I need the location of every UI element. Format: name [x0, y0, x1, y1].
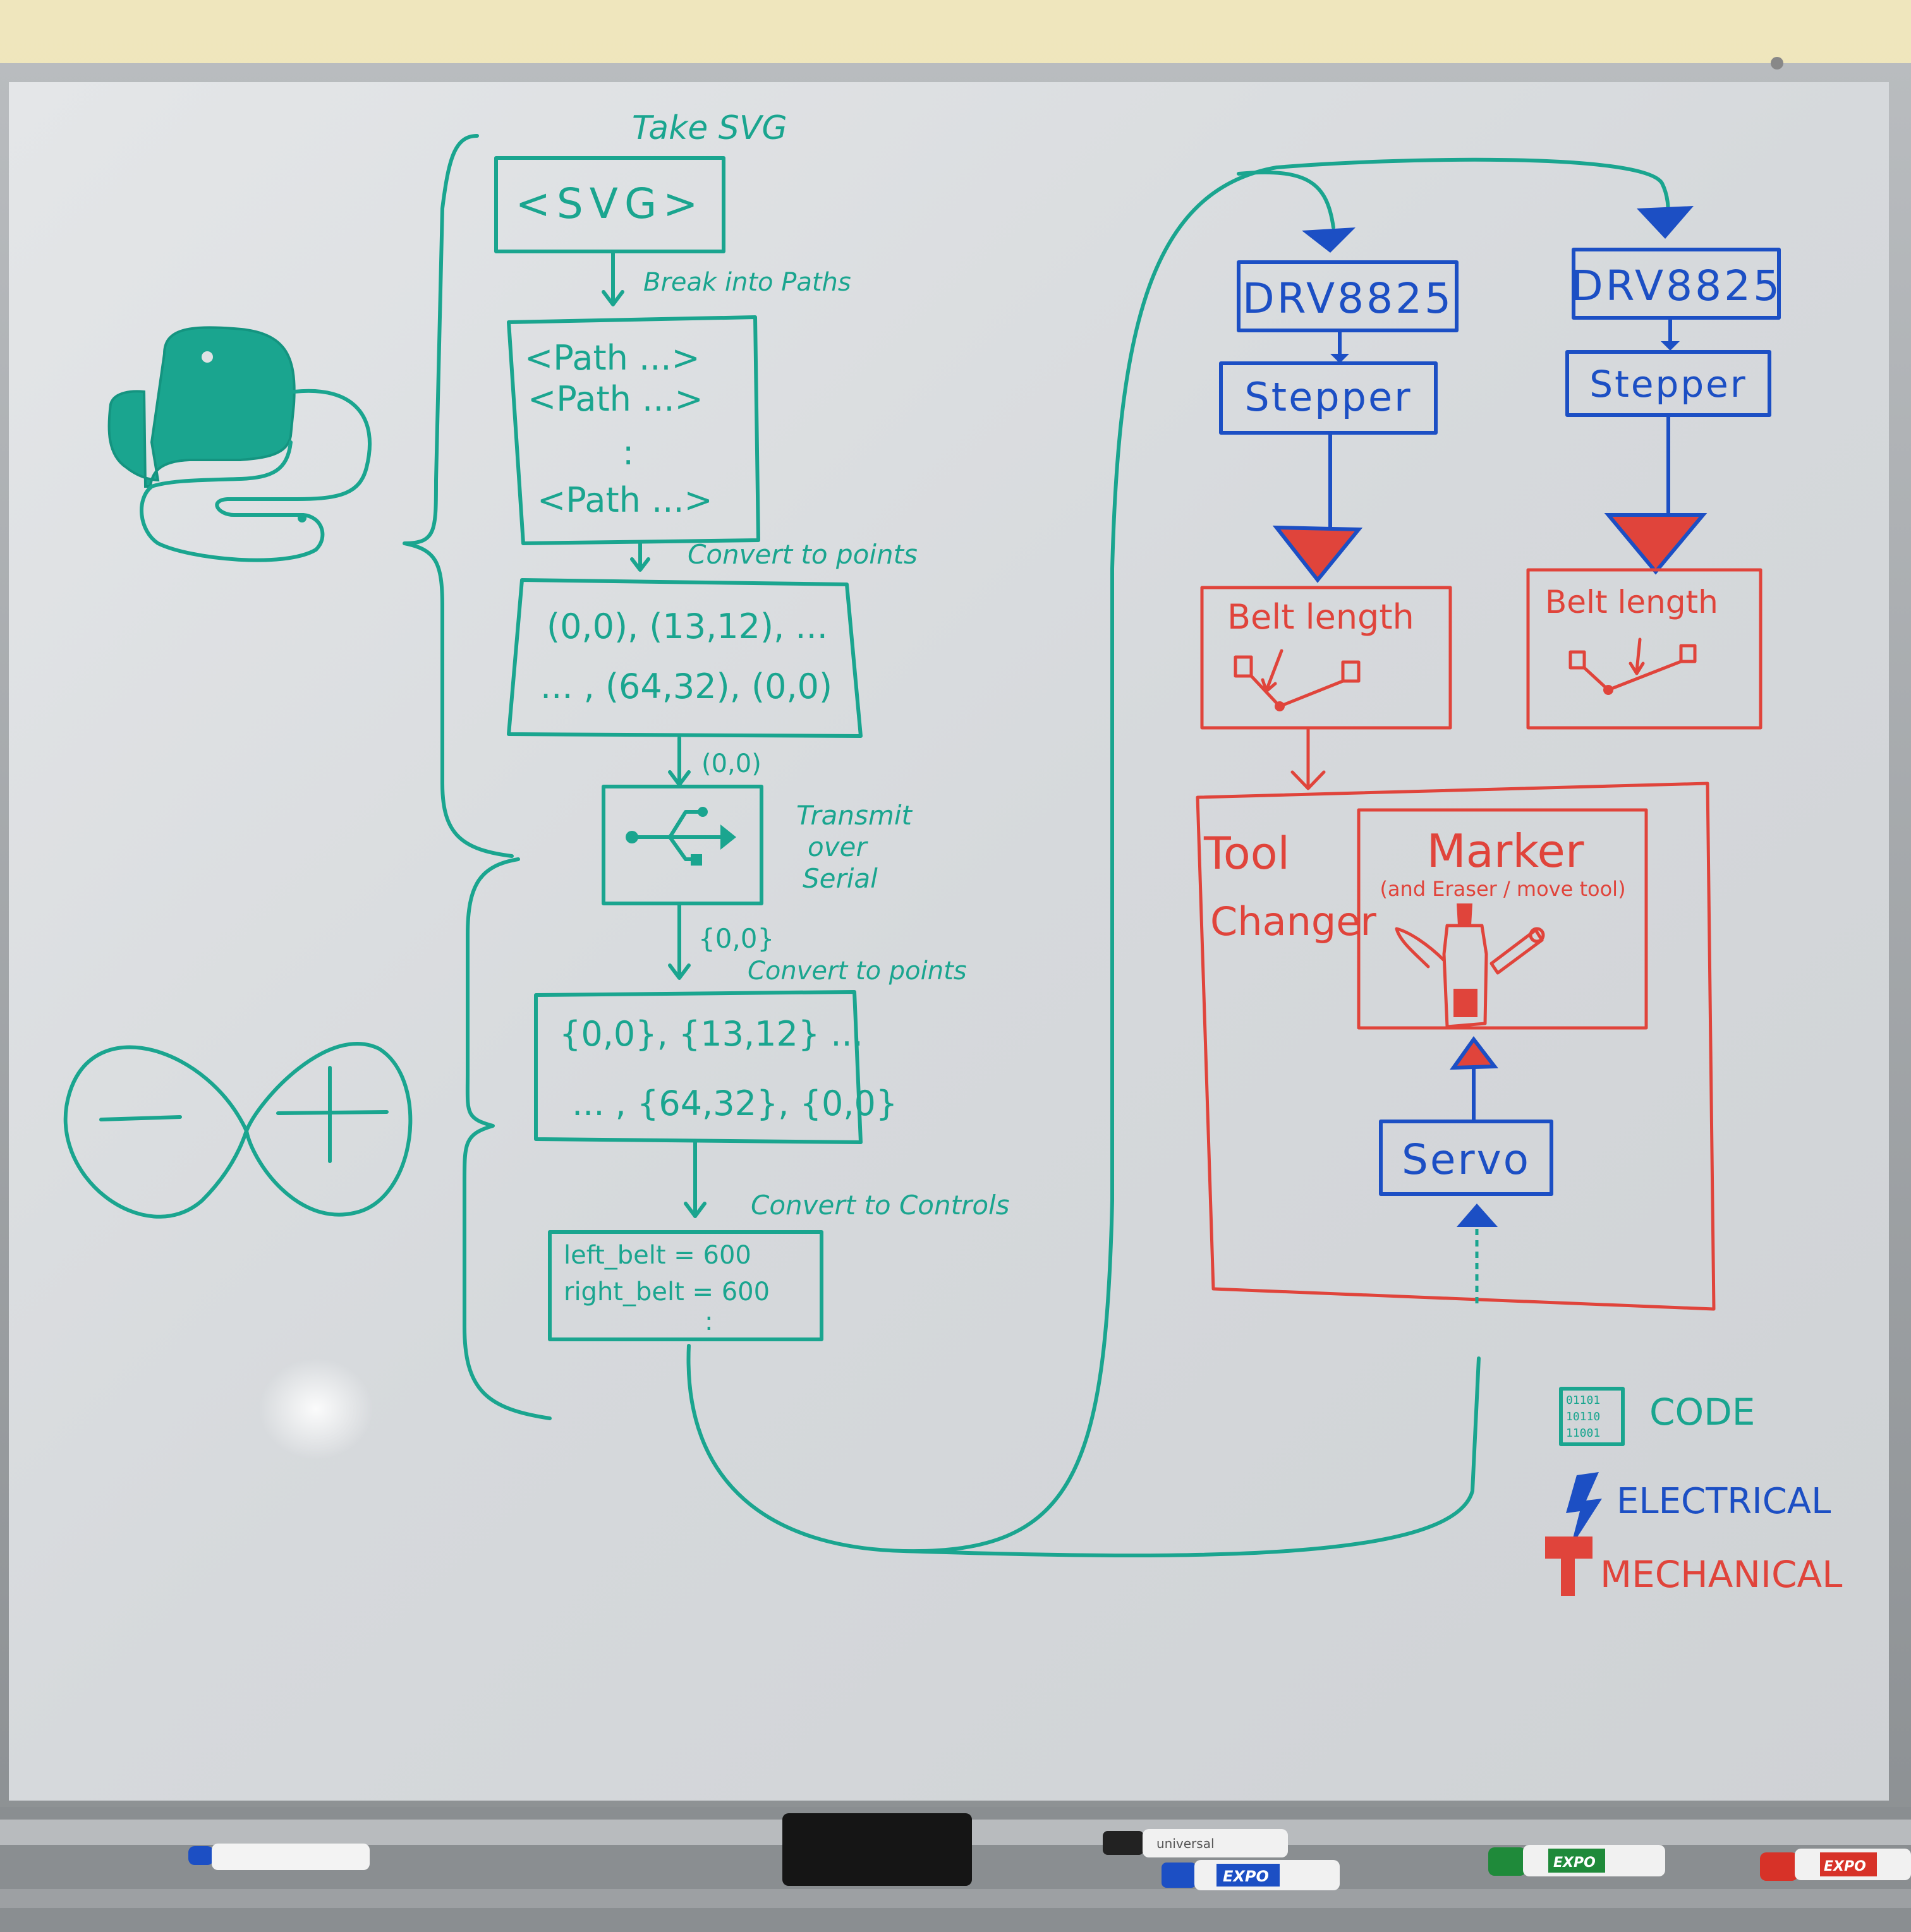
driver-box-left [1237, 260, 1459, 332]
servo-electrical-triangle [1457, 1204, 1498, 1227]
marker-box [1357, 808, 1648, 1030]
green-marker: EXPO [1488, 1845, 1665, 1876]
light-glare [259, 1358, 373, 1459]
blue-marker-brand: EXPO [1223, 1868, 1269, 1885]
controls-line-2: right_belt = 600 [564, 1277, 770, 1307]
arrowhead [1661, 341, 1680, 351]
controls-line-1: left_belt = 600 [564, 1241, 751, 1270]
belt-geometry-icon-right [1568, 637, 1697, 695]
braces-line-1: {0,0}, {13,12} ... [559, 1014, 863, 1054]
python-logo-icon [107, 326, 372, 562]
servo-box [1379, 1120, 1553, 1196]
controls-box [548, 1230, 823, 1341]
tool-changer-box [1196, 782, 1716, 1311]
arrowhead [602, 290, 624, 306]
break-into-paths-label: Break into Paths [643, 268, 851, 297]
driver-box-right [1572, 248, 1781, 320]
arrowhead [630, 557, 650, 572]
changer-label: Changer [1210, 898, 1376, 945]
eraser [782, 1813, 972, 1886]
path-line-3: : [622, 433, 634, 473]
points-box [507, 578, 863, 738]
serial-label: Serial [803, 863, 878, 894]
hammer-icon [1545, 1537, 1592, 1596]
tool-label: Tool [1203, 828, 1290, 879]
blue-marker-left [188, 1844, 370, 1870]
convert-to-controls-label: Convert to Controls [751, 1190, 1010, 1221]
arrowhead [668, 963, 691, 980]
whiteboard-surface [9, 82, 1889, 1801]
belt-right-label: Belt length [1545, 584, 1718, 620]
belt-geometry-icon-left [1234, 649, 1361, 711]
points-line-2: ... , (64,32), (0,0) [540, 667, 832, 706]
path-line-1: <Path ...> [525, 338, 700, 378]
mechanical-triangle-right [1604, 513, 1708, 575]
marker-title: Marker [1427, 824, 1584, 878]
legend-electrical-label: ELECTRICAL [1617, 1481, 1831, 1522]
arrowhead [684, 1202, 707, 1218]
marker-tool-icon [1395, 903, 1545, 1029]
belt-box-right [1526, 568, 1762, 730]
code-wire-left-driver [1237, 170, 1335, 229]
path-line-4: <Path ...> [537, 480, 713, 520]
red-marker: EXPO [1760, 1849, 1911, 1881]
convert-to-points-label-1: Convert to points [688, 539, 918, 570]
arduino-brace [463, 857, 552, 1420]
python-brace [403, 134, 514, 858]
arduino-logo-icon [63, 1042, 413, 1219]
convert-to-points-label-2: Convert to points [748, 957, 967, 986]
paths-box [507, 315, 760, 545]
frame-screw [1771, 57, 1783, 69]
legend-code-label: CODE [1649, 1391, 1755, 1434]
code-icon-bits-1: 01101 [1566, 1394, 1600, 1407]
serial-input-label: (0,0) [701, 749, 761, 778]
braces-line-2: ... , {64,32}, {0,0} [572, 1084, 897, 1123]
red-marker-brand: EXPO [1824, 1859, 1866, 1875]
code-icon-bits-2: 10110 [1566, 1410, 1600, 1423]
svg-box [494, 156, 725, 253]
legend-mechanical-label: MECHANICAL [1600, 1553, 1842, 1596]
points-line-1: (0,0), (13,12), ... [547, 607, 828, 646]
serial-box [602, 785, 763, 905]
code-icon: 01101 10110 11001 [1559, 1387, 1625, 1446]
arrowhead [1290, 770, 1326, 790]
servo-to-marker-triangle [1450, 1035, 1498, 1070]
belt-left-label: Belt length [1227, 597, 1414, 637]
transmit-label: Transmit [796, 800, 913, 831]
belt-box-left [1200, 586, 1452, 730]
black-marker: universal [1103, 1829, 1288, 1857]
over-label: over [808, 831, 868, 862]
svg-box-text: <SVG> [516, 179, 705, 228]
arrowhead [1330, 354, 1349, 363]
black-marker-brand: universal [1156, 1836, 1215, 1851]
stepper-left-label: Stepper [1244, 374, 1412, 420]
mechanical-triangle-left [1272, 525, 1363, 583]
lightning-bolt-icon [1566, 1472, 1602, 1548]
driver-right-label: DRV8825 [1571, 262, 1782, 310]
path-line-2: <Path ...> [528, 379, 703, 419]
code-icon-bits-3: 11001 [1566, 1427, 1600, 1440]
stepper-right-label: Stepper [1589, 363, 1747, 406]
braces-points-box [534, 990, 863, 1144]
tray-rail [0, 1889, 1911, 1908]
controls-line-3: : [705, 1307, 713, 1336]
code-wire-to-drivers [686, 157, 1670, 1554]
servo-label: Servo [1402, 1135, 1531, 1184]
electrical-triangle-right [1637, 206, 1694, 239]
stepper-box-left [1219, 361, 1438, 435]
electrical-triangle-left [1302, 227, 1356, 253]
usb-icon [626, 807, 736, 866]
driver-left-label: DRV8825 [1242, 274, 1453, 323]
blue-marker-right: EXPO [1162, 1860, 1340, 1890]
serial-output-label: {0,0} [698, 923, 774, 954]
code-wire-to-servo [902, 1356, 1481, 1557]
take-svg-label: Take SVG [632, 109, 787, 147]
green-marker-brand: EXPO [1553, 1855, 1596, 1871]
marker-subtitle: (and Eraser / move tool) [1380, 877, 1625, 901]
